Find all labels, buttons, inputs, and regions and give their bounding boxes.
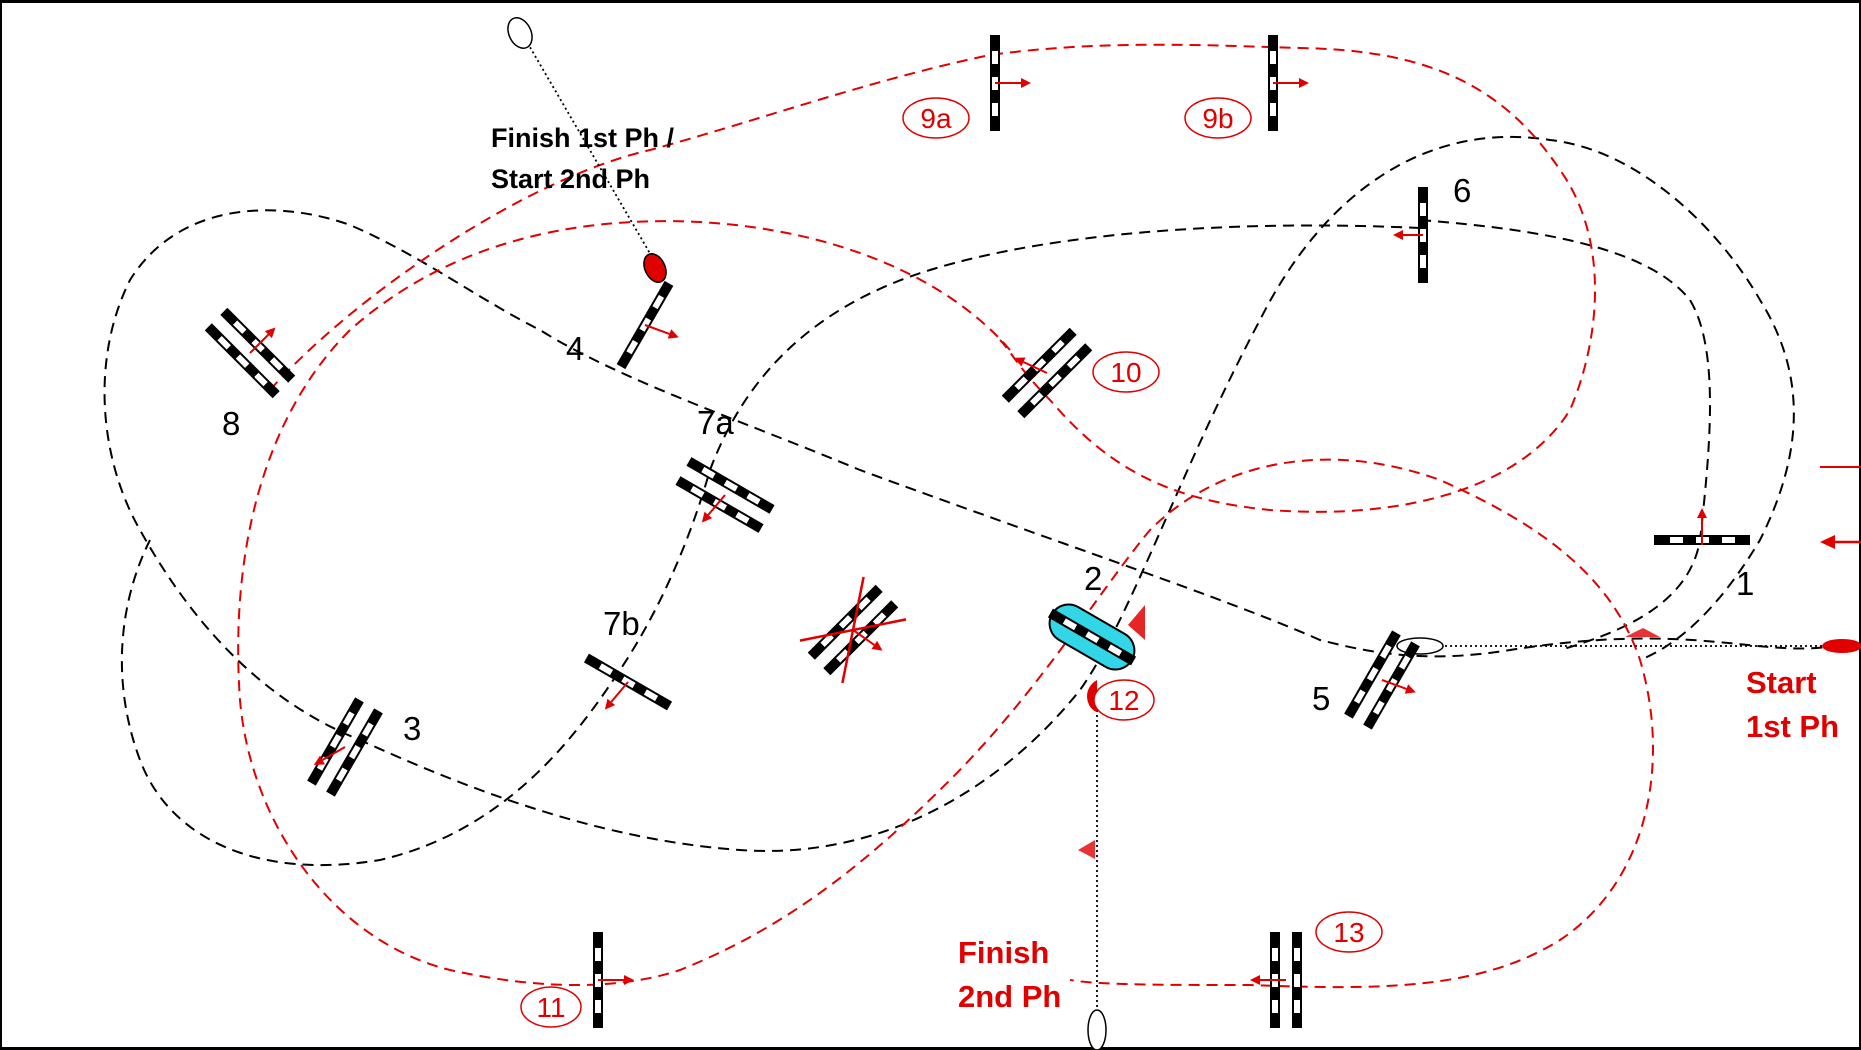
first-phase-track-cross (120, 224, 1421, 867)
label-11-badge: 11 (520, 986, 582, 1028)
direction-marker-1 (1625, 628, 1660, 637)
label-13: 13 (1333, 917, 1364, 948)
label-1: 1 (1736, 565, 1754, 602)
label-9a: 9a (920, 103, 952, 134)
finish-1st-start-2nd-label-line1: Finish 1st Ph / (491, 123, 675, 153)
label-8: 8 (222, 405, 240, 442)
label-5: 5 (1312, 680, 1330, 717)
label-4: 4 (566, 330, 584, 367)
direction-marker-2 (1078, 840, 1095, 859)
obstacle-2-water (1047, 603, 1137, 671)
start-1st-flag-red (1822, 639, 1861, 653)
finish-2nd-flag-bottom (1087, 1009, 1107, 1050)
finish-1st-flag-top (507, 17, 533, 49)
label-9b-badge: 9b (1184, 97, 1252, 139)
direction-marker-3 (1128, 605, 1145, 640)
obstacle-removed (799, 576, 907, 684)
entry-arrow-middle (1820, 535, 1861, 549)
obstacle-6 (1393, 187, 1428, 283)
arena (2, 3, 1859, 1047)
start-1st-label-line2: 1st Ph (1746, 709, 1839, 744)
finish-2nd-label-line1: Finish (958, 935, 1049, 970)
label-7b: 7b (603, 605, 640, 642)
obstacle-1 (1654, 508, 1750, 545)
label-11: 11 (536, 992, 565, 1023)
finish-2nd-label-line2: 2nd Ph (958, 979, 1061, 1014)
label-6: 6 (1453, 172, 1471, 209)
label-9a-badge: 9a (902, 97, 970, 139)
label-9b: 9b (1202, 103, 1233, 134)
label-10-badge: 10 (1092, 351, 1160, 393)
first-phase-track (103, 135, 1841, 852)
label-12: 12 (1108, 685, 1139, 716)
label-2: 2 (1084, 560, 1102, 597)
label-7a: 7a (697, 404, 734, 441)
start-1st-label-line1: Start (1746, 665, 1817, 700)
label-3: 3 (403, 710, 421, 747)
start-1st-flag-white (1396, 637, 1444, 655)
second-phase-track (269, 43, 1596, 513)
label-10: 10 (1110, 357, 1141, 388)
finish-1st-flag-red (643, 253, 667, 283)
label-13-badge: 13 (1315, 911, 1383, 953)
label-12-badge: 12 (1093, 679, 1155, 721)
finish-1st-start-2nd-label-line2: Start 2nd Ph (491, 164, 650, 194)
